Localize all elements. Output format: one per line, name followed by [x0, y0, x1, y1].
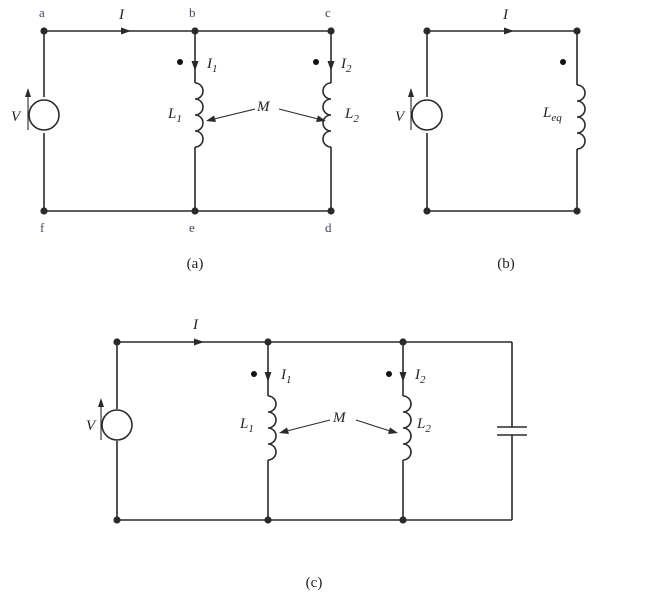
source-label-c: V: [86, 418, 97, 434]
mutual-arrow-right-shaft-a: [278, 108, 319, 120]
current-arrow-main-b: [504, 27, 514, 35]
node-label-b: b: [189, 5, 196, 20]
circuit-c: V I I1 I2 L1 L2 M (c): [86, 317, 527, 591]
node-f: [40, 207, 48, 215]
current-label-i2-c: I2: [414, 367, 426, 386]
source-arrow-head-b: [408, 88, 414, 97]
mutual-arrow-right-head-a: [316, 115, 326, 122]
node-c: [327, 27, 335, 35]
polarity-dot-l1-c: [251, 371, 257, 377]
polarity-dot-leq-b: [560, 59, 566, 65]
inductor-label-leq-b: Leq: [542, 105, 562, 124]
source-label-a: V: [11, 109, 22, 125]
source-label-b: V: [395, 109, 406, 125]
node-c-bottom-l1: [264, 516, 272, 524]
caption-b: (b): [497, 256, 515, 272]
node-c-bottom-l2: [399, 516, 407, 524]
inductor-l1-coil-a: [194, 82, 204, 148]
mutual-label-c: M: [332, 410, 347, 426]
node-e: [191, 207, 199, 215]
polarity-dot-l2-c: [386, 371, 392, 377]
voltage-source-a: [28, 99, 60, 131]
node-c-bottom-left: [113, 516, 121, 524]
mutual-arrow-left-shaft-c: [286, 419, 331, 432]
node-label-a: a: [39, 5, 45, 20]
inductor-label-l2-a: L2: [344, 106, 359, 125]
node-b-top-right: [573, 27, 581, 35]
polarity-dot-l2-a: [313, 59, 319, 65]
voltage-source-b: [411, 99, 443, 131]
circuit-b: V I Leq (b): [395, 7, 586, 272]
mutual-arrow-left-head-a: [206, 115, 216, 122]
node-label-d: d: [325, 220, 332, 235]
current-label-i1-a: I1: [206, 56, 218, 75]
voltage-source-c: [101, 409, 133, 441]
node-label-c: c: [325, 5, 331, 20]
current-arrow-i2-a: [327, 61, 335, 71]
circuit-a: V a b c d e f I I1 I2 L1 L2 M: [11, 5, 359, 272]
current-arrow-i2-c: [399, 372, 407, 382]
mutual-label-a: M: [256, 99, 271, 115]
caption-c: (c): [306, 575, 323, 591]
current-label-main-c: I: [192, 317, 199, 333]
mutual-arrow-left-head-c: [279, 427, 289, 434]
node-b-bottom-right: [573, 207, 581, 215]
node-label-e: e: [189, 220, 195, 235]
inductor-label-l2-c: L2: [416, 416, 431, 435]
current-arrow-main-c: [194, 338, 204, 346]
node-c-top-left: [113, 338, 121, 346]
node-b: [191, 27, 199, 35]
inductor-label-l1-a: L1: [167, 106, 182, 125]
node-b-top-left: [423, 27, 431, 35]
node-c-top-l2: [399, 338, 407, 346]
current-label-i2-a: I2: [340, 56, 352, 75]
node-b-bottom-left: [423, 207, 431, 215]
current-arrow-i1-c: [264, 372, 272, 382]
node-label-f: f: [40, 220, 45, 235]
source-arrow-head-c: [98, 398, 104, 407]
current-label-main-a: I: [118, 7, 125, 23]
caption-a: (a): [187, 256, 204, 272]
source-arrow-head-a: [25, 88, 31, 97]
node-a: [40, 27, 48, 35]
inductor-label-l1-c: L1: [239, 416, 254, 435]
inductor-l2-coil-c: [402, 395, 412, 461]
inductor-l1-coil-c: [267, 395, 277, 461]
current-arrow-main-a: [121, 27, 131, 35]
inductor-l2-coil-a: [322, 82, 332, 148]
node-c-top-l1: [264, 338, 272, 346]
current-label-main-b: I: [502, 7, 509, 23]
polarity-dot-l1-a: [177, 59, 183, 65]
mutual-arrow-left-shaft-a: [213, 108, 256, 120]
current-arrow-i1-a: [191, 61, 199, 71]
inductor-leq-coil-b: [576, 84, 586, 150]
mutual-arrow-right-shaft-c: [355, 419, 391, 432]
current-label-i1-c: I1: [280, 367, 292, 386]
mutual-arrow-right-head-c: [388, 427, 398, 434]
node-d: [327, 207, 335, 215]
